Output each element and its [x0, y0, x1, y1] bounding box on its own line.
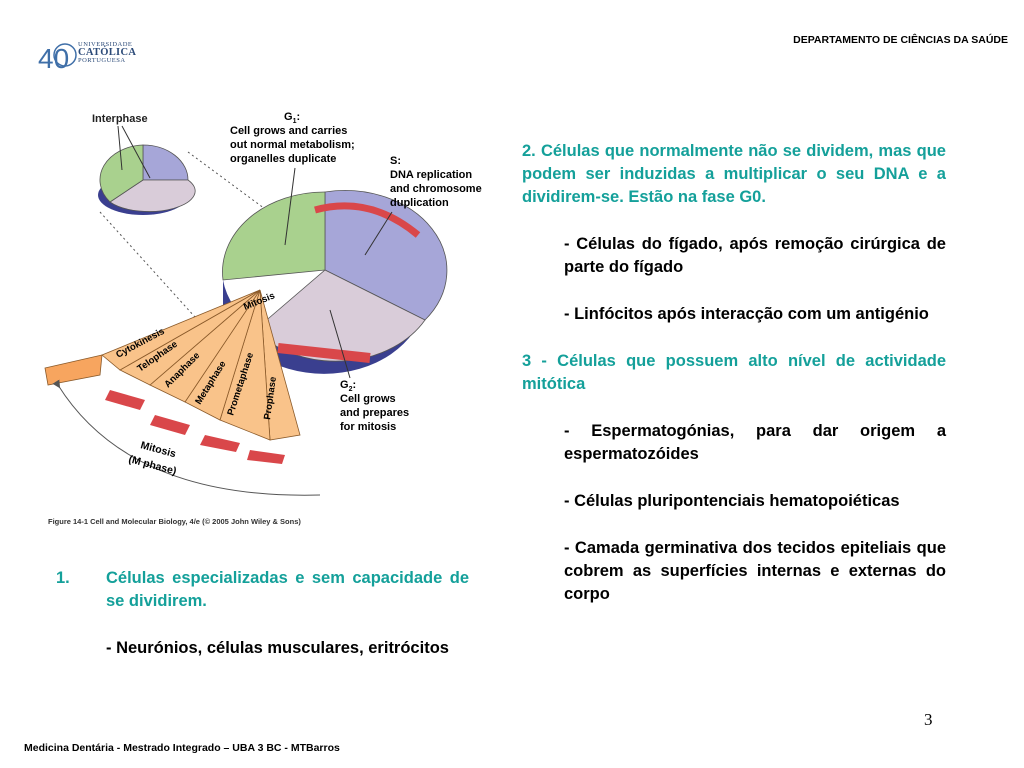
svg-text:for mitosis: for mitosis: [340, 421, 396, 433]
small-pie-s: [142, 144, 189, 181]
svg-text:and chromosome: and chromosome: [390, 183, 482, 195]
svg-text:G2:: G2:: [340, 379, 356, 393]
left-column: 1. Células especializadas e sem capacida…: [56, 567, 469, 660]
s-arrow: [314, 202, 421, 238]
mphase-arc: [52, 379, 321, 496]
s-label: S: DNA replication and chromosome duplic…: [364, 155, 482, 256]
svg-text:organelles duplicate: organelles duplicate: [230, 153, 336, 165]
svg-text:duplication: duplication: [390, 197, 449, 209]
g1-label: G1: Cell grows and carries out normal me…: [230, 111, 355, 246]
point-1-example: - Neurónios, células musculares, eritróc…: [106, 639, 449, 657]
small-pie: [98, 144, 196, 215]
point-3: 3 - Células que possuem alto nível de ac…: [522, 352, 946, 393]
point-3-example-epithelial: - Camada germinativa dos tecidos epiteli…: [564, 539, 946, 603]
logo-line1: UNIVERSIDADE: [78, 41, 133, 48]
svg-text:G1:: G1:: [284, 111, 300, 125]
interphase-label: Interphase: [92, 113, 148, 125]
point-2-example-liver: - Células do fígado, após remoção cirúrg…: [564, 235, 946, 276]
point-1-text: Células especializadas e sem capacidade …: [106, 569, 469, 610]
point-1-number: 1.: [56, 569, 70, 587]
figure-caption: Figure 14-1 Cell and Molecular Biology, …: [48, 517, 301, 526]
right-column: 2. Células que normalmente não se divide…: [522, 140, 946, 606]
footer: Medicina Dentária - Mestrado Integrado –…: [24, 742, 340, 754]
svg-text:Cell grows and carries: Cell grows and carries: [230, 125, 347, 137]
svg-text:and prepares: and prepares: [340, 407, 409, 419]
g2-arrow: [277, 343, 371, 363]
point-1: 1. Células especializadas e sem capacida…: [56, 567, 469, 613]
department-header: DEPARTAMENTO DE CIÊNCIAS DA SAÚDE: [793, 34, 1008, 46]
g2-label: G2: Cell grows and prepares for mitosis: [329, 309, 409, 433]
mitosis-fan: [44, 289, 301, 441]
cell-cycle-figure: Interphase Cytokinesis Telophase Anaphas…: [44, 111, 482, 526]
svg-text:Cell grows: Cell grows: [340, 393, 396, 405]
logo-line3: PORTUGUESA: [78, 57, 126, 64]
university-logo: 40: [38, 43, 77, 74]
mitosis-arrows: [105, 390, 285, 464]
logo-line2: CATÓLICA: [78, 47, 137, 58]
point-3-example-spermatogonia: - Espermatogónias, para dar origem a esp…: [564, 422, 946, 463]
large-pie-s: [324, 190, 448, 321]
large-pie-g1: [222, 191, 326, 281]
svg-text:DNA replication: DNA replication: [390, 169, 472, 181]
svg-text:S:: S:: [390, 155, 401, 167]
svg-text:out normal metabolism;: out normal metabolism;: [230, 139, 355, 151]
page-number: 3: [924, 710, 933, 729]
point-3-example-hematopoietic: - Células pluripontenciais hematopoiétic…: [564, 492, 900, 510]
point-2: 2. Células que normalmente não se divide…: [522, 142, 946, 206]
logo-wordmark: UNIVERSIDADE CATÓLICA PORTUGUESA: [78, 41, 136, 65]
point-2-example-lymphocytes: - Linfócitos após interacção com um anti…: [564, 305, 929, 323]
small-pie-g1: [99, 144, 144, 203]
logo-number: 40: [38, 43, 69, 74]
